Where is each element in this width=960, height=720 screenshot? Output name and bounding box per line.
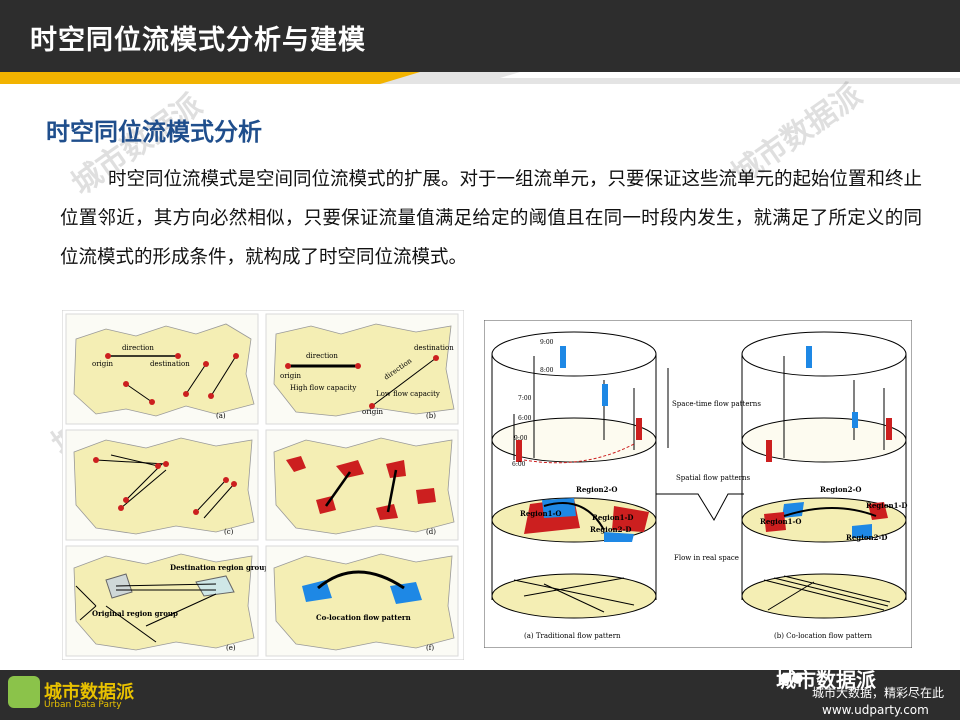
region-label: Region2-O	[820, 485, 861, 494]
figure-right: 9:00 8:00 7:00 6:00 9:00 6:00 Region1-O …	[484, 320, 912, 648]
panel-d: (d)	[265, 429, 459, 541]
panel-label: (a)	[216, 412, 226, 420]
panel-e-text: Original region group	[92, 609, 178, 618]
region-label: Region1-D	[592, 513, 633, 522]
brand-logo-icon	[8, 676, 40, 708]
panel-a: direction origin destination (a)	[65, 313, 259, 425]
cylinder-right: Region1-O Region2-O Region1-D Region2-D …	[741, 331, 907, 640]
footer-url[interactable]: www.udparty.com	[822, 703, 929, 717]
panel-f-text: Co-location flow pattern	[316, 613, 411, 622]
time-tick: 6:00	[518, 415, 532, 422]
time-tick: 7:00	[518, 395, 532, 402]
section-title: 时空同位流模式分析	[46, 118, 262, 146]
wechat-account: 城市数据派	[776, 668, 876, 692]
panel-e: Destination region group Original region…	[65, 545, 269, 657]
time-tick: 6:00	[512, 461, 526, 468]
region-label: Region2-D	[590, 525, 631, 534]
panel-c: (c)	[65, 429, 259, 541]
panel-label: (e)	[226, 644, 236, 652]
region-label: Region1-O	[760, 517, 801, 526]
footer-bar: 城市数据派 Urban Data Party	[0, 670, 960, 720]
cylinder-left: 9:00 8:00 7:00 6:00 9:00 6:00 Region1-O …	[491, 331, 657, 640]
panel-b-text: High flow capacity	[290, 384, 356, 392]
time-tick: 8:00	[540, 367, 554, 374]
panel-b-text: direction	[306, 352, 338, 360]
wechat-icon: ●●	[779, 670, 804, 686]
footer-brand-sub: Urban Data Party	[44, 700, 122, 710]
middle-label: Spatial flow patterns	[676, 474, 751, 482]
caption-left: (a) Traditional flow pattern	[524, 632, 621, 640]
header-bar: 时空同位流模式分析与建模	[0, 0, 960, 72]
panel-a-text: origin	[92, 360, 114, 368]
panel-label: (d)	[426, 528, 436, 536]
middle-label: Space-time flow patterns	[672, 400, 761, 408]
panel-label: (f)	[426, 644, 434, 652]
panel-b: direction origin High flow capacity dest…	[265, 313, 459, 425]
caption-right: (b) Co-location flow pattern	[774, 632, 873, 640]
panel-label: (c)	[224, 528, 234, 536]
region-label: Region2-D	[846, 533, 887, 542]
header-stripe	[0, 72, 960, 84]
figure-left: direction origin destination (a) directi…	[62, 310, 464, 660]
panel-b-text: origin	[362, 408, 384, 416]
middle-label: Flow in real space	[674, 554, 739, 562]
region-label: Region1-D	[866, 501, 907, 510]
panel-b-text: Low flow capacity	[376, 390, 440, 398]
region-label: Region1-O	[520, 509, 561, 518]
footer-brand: 城市数据派	[44, 682, 134, 703]
footer-tagline: 城市大数据，精彩尽在此	[812, 686, 945, 700]
panel-b-text: destination	[414, 344, 454, 352]
panel-e-text: Destination region group	[170, 563, 269, 572]
panel-a-text: direction	[122, 344, 154, 352]
panel-label: (b)	[426, 412, 436, 420]
panel-b-text: origin	[280, 372, 302, 380]
region-label: Region2-O	[576, 485, 617, 494]
panel-f: Co-location flow pattern (f)	[265, 545, 459, 657]
panel-a-text: destination	[150, 360, 190, 368]
time-tick: 9:00	[514, 435, 528, 442]
time-tick: 9:00	[540, 339, 554, 346]
page-title: 时空同位流模式分析与建模	[30, 25, 366, 56]
section-body: 时空同位流模式是空间同位流模式的扩展。对于一组流单元，只要保证这些流单元的起始位…	[60, 169, 923, 268]
